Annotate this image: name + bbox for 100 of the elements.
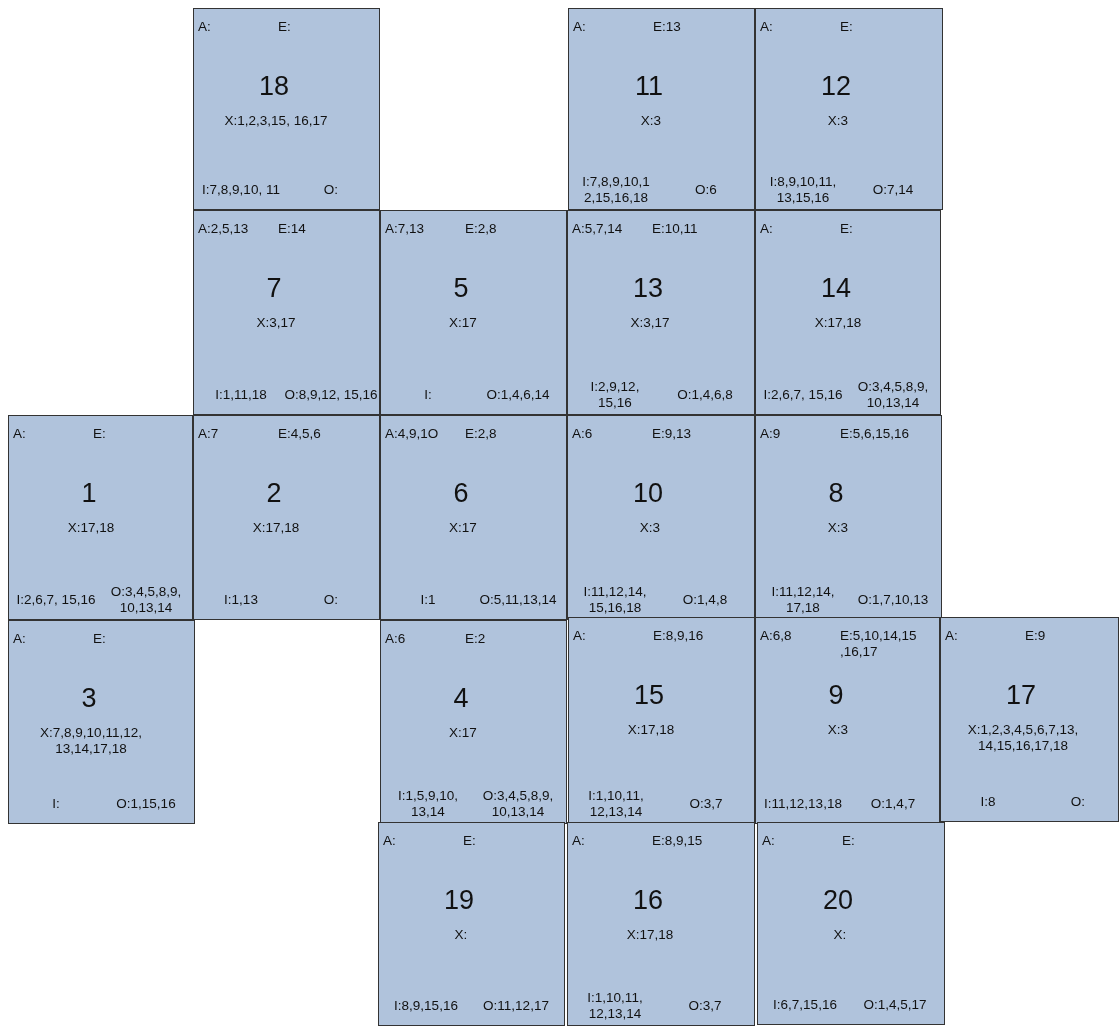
e-list-text: E:8,9,16: [653, 628, 705, 644]
o-list-text: O:: [1069, 794, 1087, 810]
node-number: 20: [821, 885, 854, 915]
e-list-text: E:: [278, 19, 292, 35]
o-list-text: O:6: [694, 182, 718, 198]
grid-box: [755, 617, 940, 824]
grid-box: [568, 617, 755, 824]
i-list-text: I:8,9,10,11, 13,15,16: [768, 174, 838, 206]
grid-box: [757, 822, 945, 1025]
o-list-text: O:7,14: [871, 182, 915, 198]
a-list-text: A:: [573, 19, 586, 35]
x-list-text: X:17,18: [66, 520, 116, 536]
a-list-text: A:5,7,14: [572, 221, 623, 237]
i-list-text: I:7,8,9,10, 11: [201, 182, 281, 198]
o-list-text: O:8,9,12, 15,16: [284, 387, 378, 403]
i-list-text: I:2,6,7, 15,16: [762, 387, 844, 403]
grid-box: [755, 210, 941, 415]
x-list-text: X:: [832, 927, 848, 943]
x-list-text: X:3: [826, 520, 850, 536]
node-number: 5: [452, 273, 470, 303]
o-list-text: O:1,7,10,13: [856, 592, 930, 608]
e-list-text: E:9: [1025, 628, 1047, 644]
o-list-text: O:1,4,6,8: [676, 387, 734, 403]
i-list-text: I:8: [979, 794, 997, 810]
e-list-text: E:10,11: [652, 221, 699, 237]
node-number: 11: [634, 71, 664, 101]
o-list-text: O:3,4,5,8,9, 10,13,14: [109, 584, 183, 616]
node-number: 7: [265, 273, 283, 303]
x-list-text: X:17: [448, 315, 478, 331]
x-list-text: X:17,18: [625, 927, 675, 943]
grid-box: [567, 415, 755, 620]
x-list-text: X:17: [448, 725, 478, 741]
o-list-text: O:1,4,7: [869, 796, 917, 812]
o-list-text: O:5,11,13,14: [478, 592, 558, 608]
o-list-text: O:3,4,5,8,9, 10,13,14: [481, 788, 555, 820]
e-list-text: E:5,6,15,16: [840, 426, 911, 442]
grid-box: [755, 415, 942, 620]
i-list-text: I:8,9,15,16: [393, 998, 459, 1014]
a-list-text: A:: [945, 628, 958, 644]
e-list-text: E:: [840, 221, 854, 237]
a-list-text: A:: [572, 833, 585, 849]
grid-box: [380, 620, 567, 824]
x-list-text: X:1,2,3,4,5,6,7,13, 14,15,16,17,18: [966, 722, 1080, 754]
grid-box: [567, 822, 755, 1026]
o-list-text: O:11,12,17: [482, 998, 550, 1014]
node-number: 8: [827, 478, 845, 508]
i-list-text: I:1,5,9,10, 13,14: [396, 788, 459, 820]
node-number: 15: [632, 680, 665, 710]
grid-box: [8, 415, 193, 620]
o-list-text: O:1,4,5,17: [862, 997, 928, 1013]
x-list-text: X:17,18: [251, 520, 301, 536]
a-list-text: A:: [383, 833, 396, 849]
node-number: 12: [819, 71, 852, 101]
i-list-text: I:7,8,9,10,1 2,15,16,18: [581, 174, 651, 206]
e-list-text: E:: [93, 426, 107, 442]
x-list-text: X:3: [826, 722, 850, 738]
a-list-text: A:: [760, 19, 773, 35]
grid-box: [568, 8, 755, 210]
a-list-text: A:9: [760, 426, 781, 442]
x-list-text: X:3: [639, 113, 663, 129]
a-list-text: A:: [13, 426, 26, 442]
node-number: 17: [1004, 680, 1037, 710]
o-list-text: O:: [322, 182, 340, 198]
grid-box: [755, 8, 943, 210]
i-list-text: I:2,9,12, 15,16: [589, 379, 641, 411]
node-number: 4: [452, 683, 470, 713]
a-list-text: A:7: [198, 426, 219, 442]
i-list-text: I:1,13: [223, 592, 259, 608]
grid-box: [8, 620, 195, 824]
node-number: 10: [631, 478, 664, 508]
x-list-text: X:3,17: [629, 315, 671, 331]
o-list-text: O:1,15,16: [115, 796, 177, 812]
e-list-text: E:2,8: [465, 426, 498, 442]
o-list-text: O:3,4,5,8,9, 10,13,14: [856, 379, 930, 411]
grid-box: [567, 210, 755, 415]
e-list-text: E:5,10,14,15 ,16,17: [840, 628, 918, 660]
a-list-text: A:: [198, 19, 211, 35]
node-number: 1: [80, 478, 98, 508]
x-list-text: X:1,2,3,15, 16,17: [223, 113, 329, 129]
grid-box: [940, 617, 1119, 822]
x-list-text: X:17: [448, 520, 478, 536]
x-list-text: X:3: [826, 113, 850, 129]
o-list-text: O:3,7: [687, 998, 723, 1014]
i-list-text: I:2,6,7, 15,16: [15, 592, 97, 608]
grid-box: [380, 210, 567, 415]
i-list-text: I:: [423, 387, 433, 403]
x-list-text: X:3: [638, 520, 662, 536]
x-list-text: X:7,8,9,10,11,12, 13,14,17,18: [39, 725, 143, 757]
node-number: 3: [80, 683, 98, 713]
a-list-text: A:: [573, 628, 586, 644]
i-list-text: I:11,12,14, 15,16,18: [582, 584, 648, 616]
node-number: 9: [827, 680, 845, 710]
e-list-text: E:2: [465, 631, 487, 647]
node-number: 14: [819, 273, 852, 303]
o-list-text: O:1,4,6,14: [485, 387, 551, 403]
o-list-text: O:: [322, 592, 340, 608]
a-list-text: A:7,13: [385, 221, 425, 237]
i-list-text: I:1,10,11, 12,13,14: [587, 788, 645, 820]
i-list-text: I:: [51, 796, 61, 812]
node-number: 13: [631, 273, 664, 303]
